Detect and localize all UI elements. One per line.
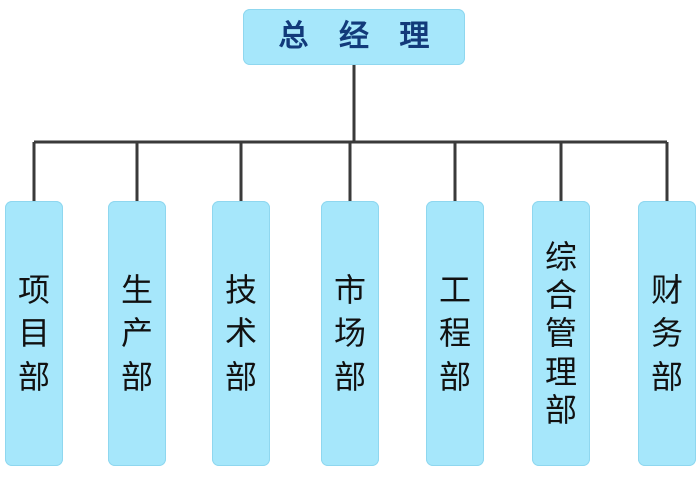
dept-char: 部 [438, 357, 471, 396]
dept-char: 生 [120, 270, 153, 309]
dept-char: 部 [544, 391, 577, 430]
dept-node-5: 工 程 部 [426, 201, 484, 466]
dept-char: 部 [17, 357, 50, 396]
dept-char: 市 [333, 270, 366, 309]
dept-char: 部 [333, 357, 366, 396]
dept-node-1: 项 目 部 [5, 201, 63, 466]
dept-char: 工 [438, 270, 471, 309]
dept-char: 目 [17, 314, 50, 353]
dept-char: 部 [224, 357, 257, 396]
dept-char: 部 [650, 357, 683, 396]
dept-char: 管 [544, 314, 577, 353]
dept-char: 务 [650, 314, 683, 353]
dept-char: 程 [438, 314, 471, 353]
dept-char: 术 [224, 314, 257, 353]
dept-char: 综 [544, 237, 577, 276]
root-label: 总 经 理 [278, 19, 440, 54]
dept-char: 场 [333, 314, 366, 353]
dept-node-7: 财 务 部 [638, 201, 696, 466]
dept-char: 技 [224, 270, 257, 309]
dept-char: 财 [650, 270, 683, 309]
dept-node-3: 技 术 部 [212, 201, 270, 466]
dept-char: 产 [120, 314, 153, 353]
dept-char: 部 [120, 357, 153, 396]
root-node: 总 经 理 [243, 9, 465, 65]
dept-char: 项 [17, 270, 50, 309]
dept-char: 合 [544, 275, 577, 314]
dept-node-2: 生 产 部 [108, 201, 166, 466]
dept-char: 理 [544, 352, 577, 391]
dept-node-4: 市 场 部 [321, 201, 379, 466]
dept-node-6: 综 合 管 理 部 [532, 201, 590, 466]
